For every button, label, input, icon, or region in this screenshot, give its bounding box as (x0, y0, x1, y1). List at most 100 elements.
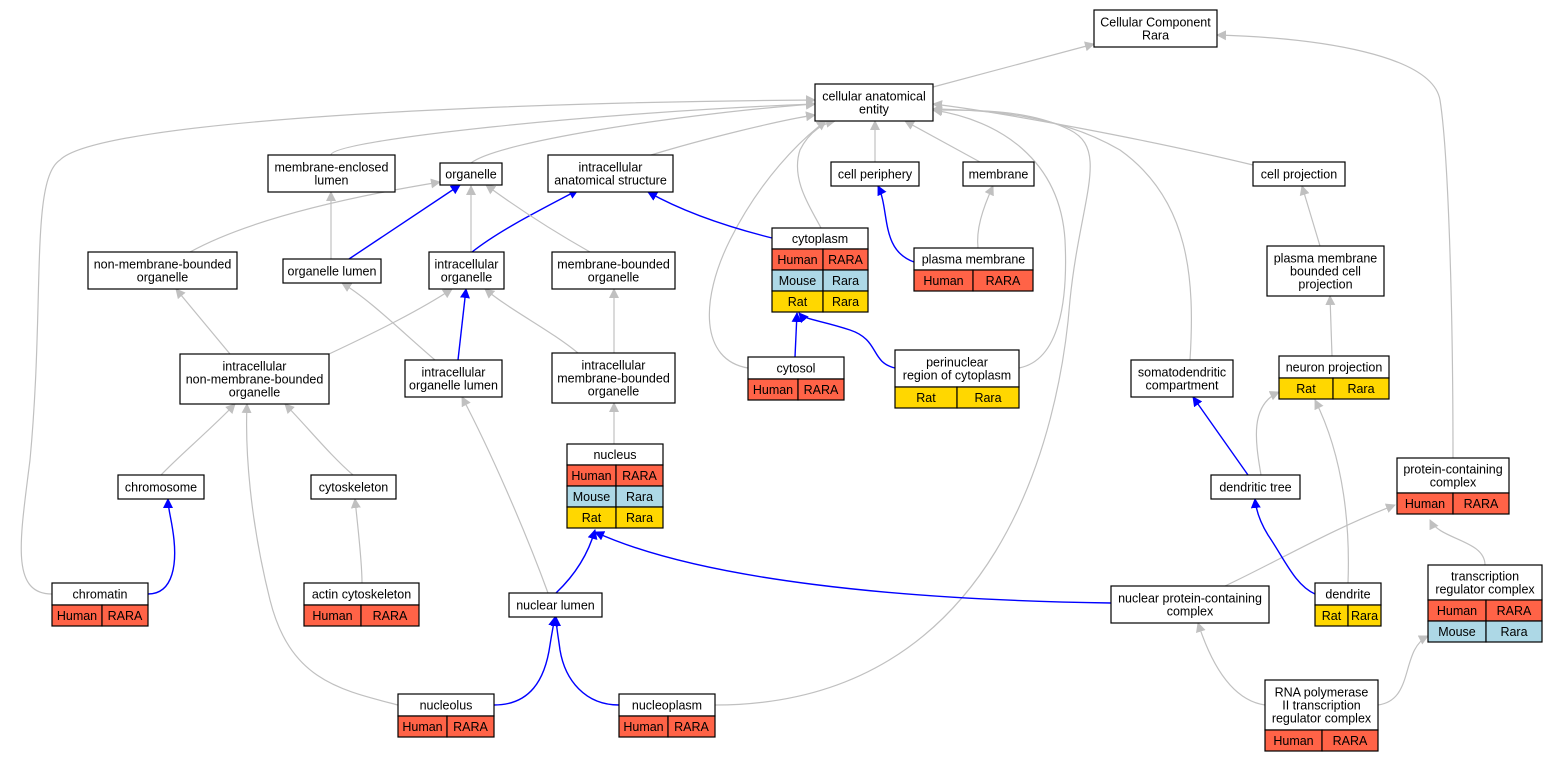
node-label-line: Rara (1142, 29, 1169, 43)
edge-plasmamem-to-membrane (977, 185, 994, 249)
edge-plasmamem-to-cellperiph (877, 185, 915, 263)
node-label-line: intracellular (435, 258, 499, 272)
node-dendtree[interactable]: dendritic tree (1210, 474, 1301, 500)
species-label: Mouse (779, 274, 817, 288)
gene-label: RARA (453, 720, 488, 734)
edge-pmbcp-to-cellproj (1299, 185, 1321, 247)
node-membrane[interactable]: membrane (962, 161, 1035, 187)
node-label-line: organelle lumen (288, 265, 377, 279)
gene-cell (1332, 377, 1390, 400)
species-label: Rat (582, 511, 602, 525)
node-label-line: somatodendritic (1138, 366, 1226, 380)
species-label: Rat (916, 391, 936, 405)
node-box (962, 161, 1035, 187)
node-box (1252, 161, 1346, 187)
node-box (1396, 457, 1510, 494)
edge-cytoplasm-to-cae (796, 117, 836, 229)
species-label: Human (923, 274, 963, 288)
gene-label: Rara (1351, 609, 1378, 623)
edge-mel-to-cae (330, 99, 816, 156)
node-label-line: II transcription (1282, 699, 1361, 713)
species-label: Human (57, 609, 97, 623)
node-label-line: organelle (137, 271, 188, 285)
node-label-line: projection (1298, 278, 1352, 292)
species-label: Human (1437, 604, 1477, 618)
gene-cell (956, 386, 1020, 409)
species-label: Human (1405, 497, 1445, 511)
edge-npcc-to-nucleus (594, 531, 1112, 604)
species-label: Rat (788, 295, 808, 309)
species-label: Human (623, 720, 663, 734)
edges-layer (20, 30, 1486, 706)
species-label: Human (402, 720, 442, 734)
edge-dendtree-to-somato (1192, 396, 1249, 476)
edge-nucleoplasm-to-cae (714, 105, 1091, 706)
node-box (814, 83, 934, 122)
node-label-line: chromatin (73, 588, 128, 602)
gene-label: RARA (804, 383, 839, 397)
edge-chromatin-to-cae (20, 95, 816, 595)
node-label-line: membrane (969, 168, 1029, 182)
species-label: Human (777, 253, 817, 267)
gene-label: Rara (832, 274, 859, 288)
node-cellperiph[interactable]: cell periphery (830, 161, 920, 187)
node-cytoskel[interactable]: cytoskeleton (310, 474, 397, 500)
edge-dendrite-to-neuronproj (1314, 399, 1349, 584)
node-box (551, 352, 676, 404)
node-box (1266, 245, 1385, 297)
node-box (179, 353, 330, 405)
node-orglumen[interactable]: organelle lumen (282, 258, 382, 284)
node-label-line: intracellular (223, 360, 287, 374)
species-label: Human (312, 609, 352, 623)
gene-cell (1321, 729, 1379, 752)
node-label-line: complex (1167, 605, 1214, 619)
gene-label: RARA (108, 609, 143, 623)
gene-cell (822, 290, 869, 313)
node-box (551, 251, 676, 290)
node-nuclumen[interactable]: nuclear lumen (508, 592, 603, 618)
gene-label: RARA (1333, 734, 1368, 748)
edge-mbo-to-organelle (485, 184, 591, 253)
edge-inmbo-to-nmbo (175, 288, 231, 355)
gene-label: RARA (828, 253, 863, 267)
edge-cytoskel-to-inmbo (284, 403, 354, 476)
node-organelle[interactable]: organelle (439, 162, 503, 186)
node-box (267, 154, 396, 193)
node-box (117, 474, 205, 500)
node-chromosome[interactable]: chromosome (117, 474, 205, 500)
node-label-line: organelle (445, 168, 496, 182)
node-label-line: cytoplasm (792, 232, 848, 246)
node-cellproj[interactable]: cell projection (1252, 161, 1346, 187)
edge-orglumen-to-organelle (348, 184, 461, 260)
gene-label: RARA (373, 609, 408, 623)
edge-cae-to-root (932, 41, 1095, 88)
gene-label: RARA (674, 720, 709, 734)
node-inmbo[interactable]: intracellularnon-membrane-boundedorganel… (179, 353, 330, 405)
